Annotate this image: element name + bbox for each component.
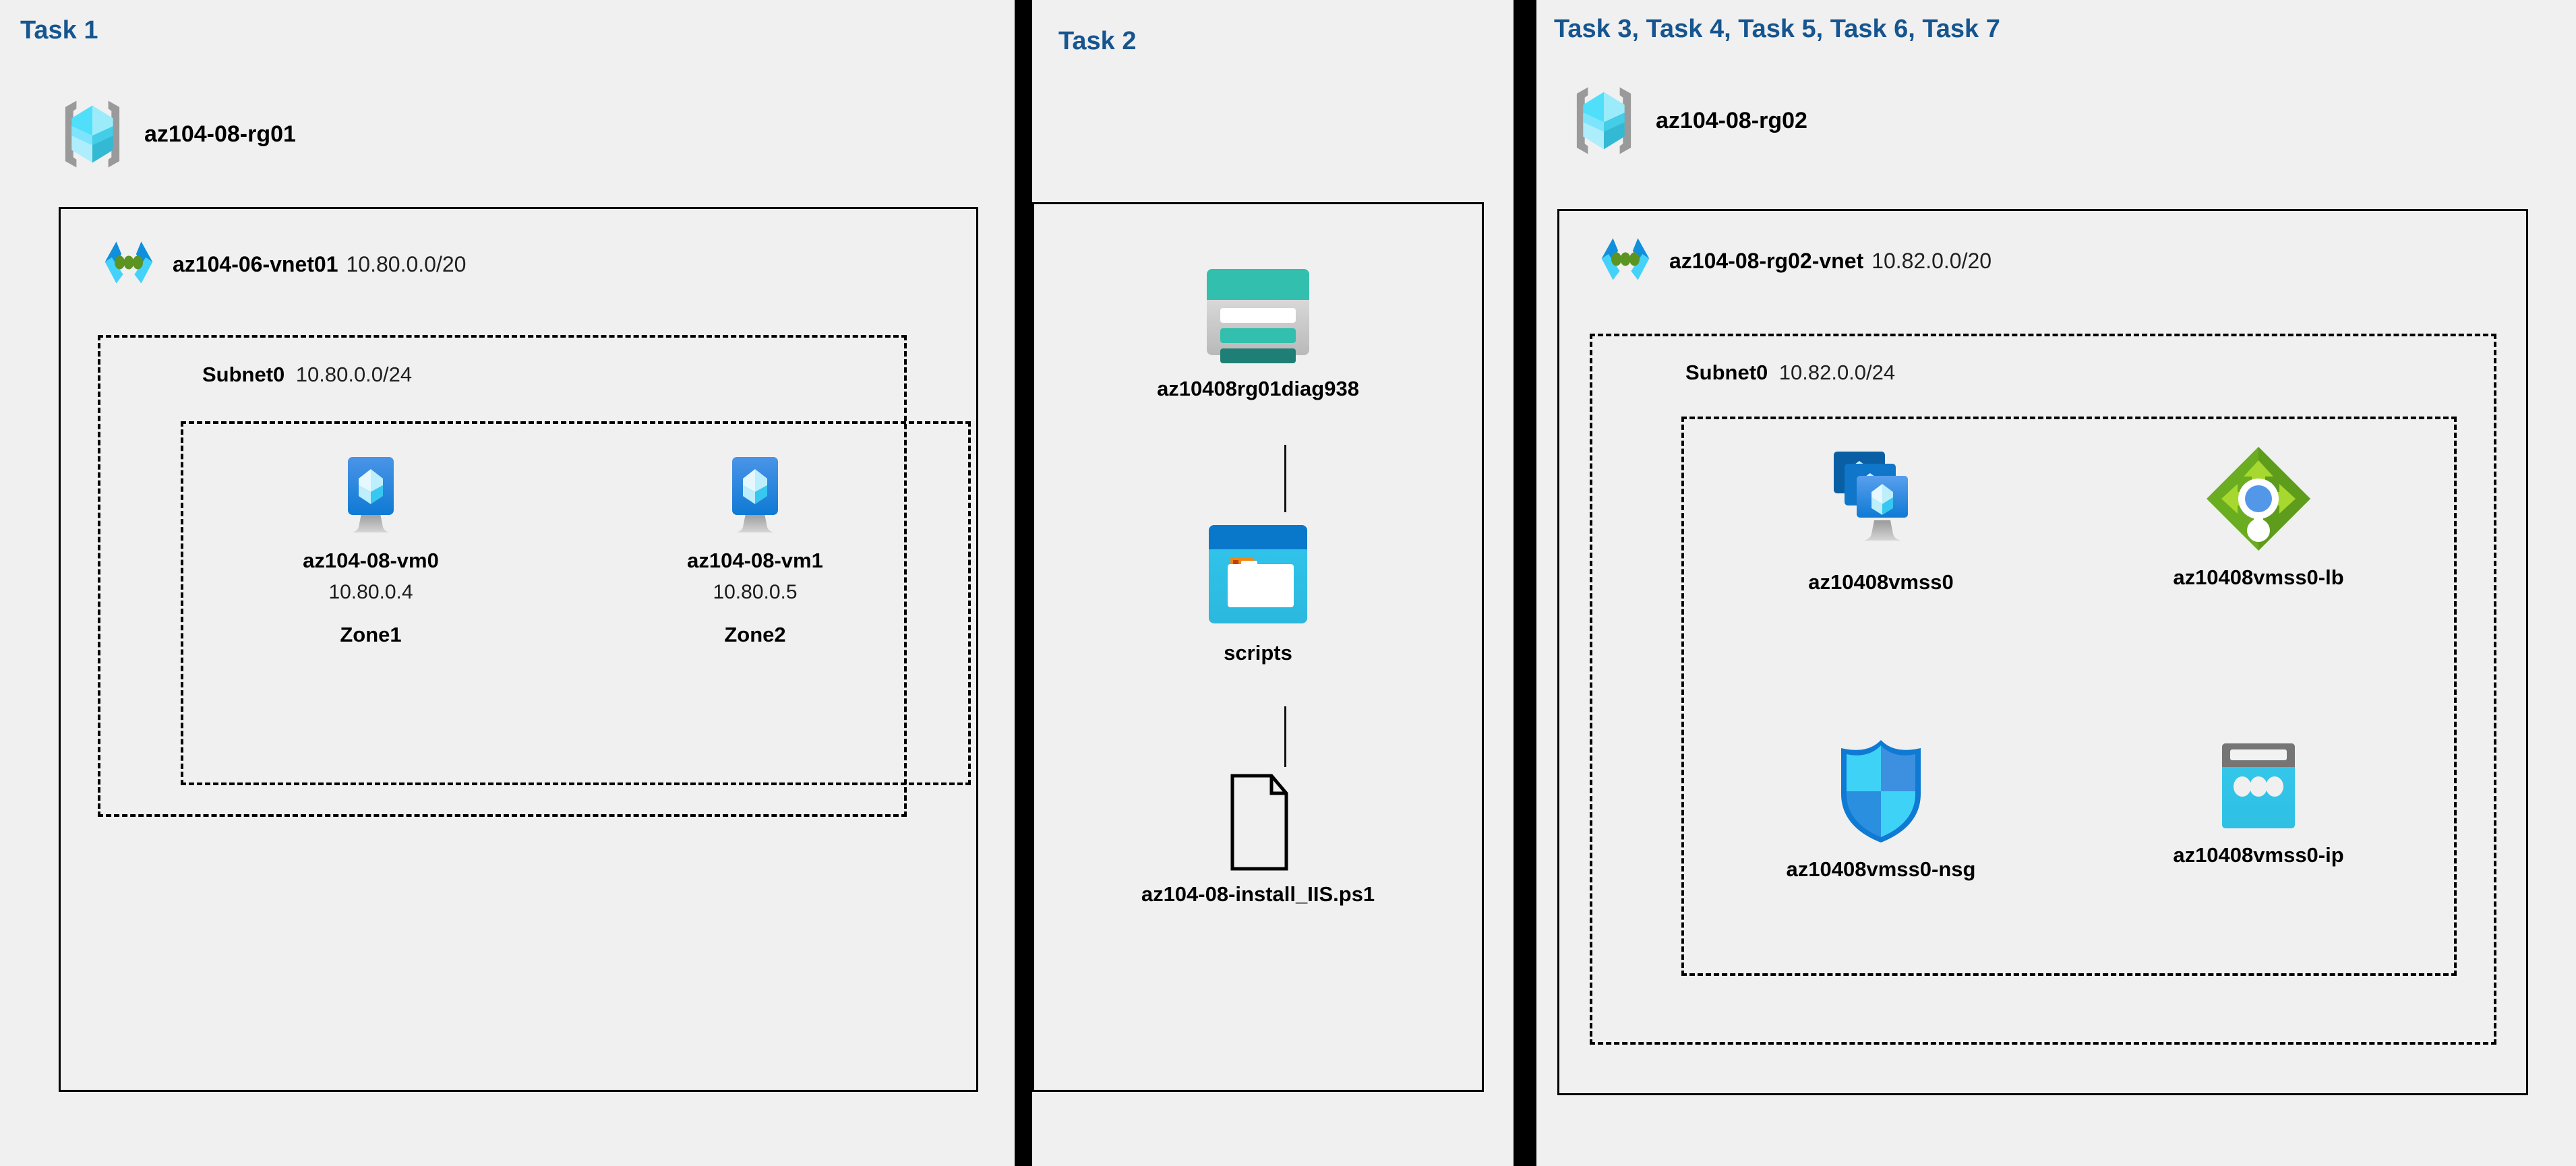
resource-group-name-rg02: az104-08-rg02 (1656, 107, 1807, 133)
vnet-box-task1 (59, 207, 978, 1092)
public-ip-address-icon (2210, 738, 2307, 834)
resource-group-icon (53, 94, 132, 174)
column-separator-2 (1514, 0, 1536, 1166)
resource-group-box-task3 (1681, 417, 2457, 976)
resource-group-name-rg01: az104-08-rg01 (144, 121, 296, 147)
node-load-balancer[interactable]: az10408vmss0-lb (2110, 441, 2407, 590)
blob-container-name: scripts (1224, 641, 1292, 665)
vm1-ip: 10.80.0.5 (713, 581, 798, 603)
resource-group-header-rg01: az104-08-rg01 (53, 94, 296, 174)
storage-account-icon (1197, 259, 1319, 367)
panel-title-task-3-7: Task 3, Task 4, Task 5, Task 6, Task 7 (1554, 15, 2000, 43)
virtual-network-icon (94, 236, 163, 293)
storage-account-name: az10408rg01diag938 (1157, 377, 1359, 400)
subnet-box-task3 (1590, 334, 2496, 1045)
subnet-box-task1 (98, 335, 907, 817)
subnet-cidr-task1: 10.80.0.0/24 (295, 363, 413, 386)
script-file-name: az104-08-install_IIS.ps1 (1141, 882, 1375, 906)
vnet-name-task3: az104-08-rg02-vnet (1669, 248, 1864, 273)
vnet-name-task1: az104-06-vnet01 (173, 251, 338, 276)
public-ip-name: az10408vmss0-ip (2173, 843, 2344, 867)
node-script-file[interactable]: az104-08-install_IIS.ps1 (1032, 772, 1484, 907)
node-vm-scale-set[interactable]: az10408vmss0 (1733, 445, 2029, 594)
virtual-network-icon (1591, 233, 1660, 289)
connector-storage-to-container (1284, 445, 1286, 512)
vnet-cidr-task1: 10.80.0.0/20 (346, 251, 467, 276)
vm0-zone: Zone1 (340, 623, 402, 646)
resource-group-header-rg02: az104-08-rg02 (1564, 81, 1807, 160)
column-separator-1 (1015, 0, 1032, 1166)
subnet-cidr-task3: 10.82.0.0/24 (1778, 361, 1896, 384)
subnet-label-task3: Subnet0 10.82.0.0/24 (1685, 361, 1895, 385)
vnet-cidr-task3: 10.82.0.0/20 (1871, 248, 1992, 273)
network-security-group-name: az10408vmss0-nsg (1786, 857, 1976, 881)
connector-container-to-file (1284, 706, 1286, 767)
zone-group-box-task1 (181, 421, 971, 785)
vm1-zone: Zone2 (724, 623, 786, 646)
network-security-group-icon (1830, 735, 1931, 848)
node-vm0[interactable]: az104-08-vm0 10.80.0.4 Zone1 (283, 452, 458, 647)
panel-title-task-1: Task 1 (20, 16, 98, 44)
node-network-security-group[interactable]: az10408vmss0-nsg (1733, 735, 2029, 882)
vm0-ip: 10.80.0.4 (328, 581, 413, 603)
node-storage-account[interactable]: az10408rg01diag938 (1032, 259, 1484, 401)
vm-scale-set-icon (1823, 445, 1939, 561)
vnet-header-task1: az104-06-vnet01 10.80.0.0/20 (94, 236, 466, 293)
load-balancer-name: az10408vmss0-lb (2173, 565, 2344, 589)
node-public-ip[interactable]: az10408vmss0-ip (2110, 738, 2407, 867)
vm1-name: az104-08-vm1 (687, 549, 823, 572)
subnet-name-task1: Subnet0 (202, 363, 285, 386)
vm0-name: az104-08-vm0 (303, 549, 439, 572)
subnet-label-task1: Subnet0 10.80.0.0/24 (202, 363, 412, 387)
vnet-box-task3 (1557, 209, 2528, 1095)
node-vm1[interactable]: az104-08-vm1 10.80.0.5 Zone2 (458, 452, 1052, 647)
load-balancer-icon (2201, 441, 2316, 556)
vm-scale-set-name: az10408vmss0 (1808, 570, 1954, 594)
subnet-name-task3: Subnet0 (1685, 361, 1768, 384)
virtual-machine-icon (330, 452, 411, 539)
file-icon (1218, 772, 1298, 873)
node-blob-container[interactable]: scripts (1032, 516, 1484, 665)
blob-container-icon (1197, 516, 1319, 632)
resource-group-icon (1564, 81, 1644, 160)
vnet-header-task3: az104-08-rg02-vnet 10.82.0.0/20 (1591, 233, 1991, 289)
panel-title-task-2: Task 2 (1058, 27, 1137, 55)
virtual-machine-icon (715, 452, 796, 539)
